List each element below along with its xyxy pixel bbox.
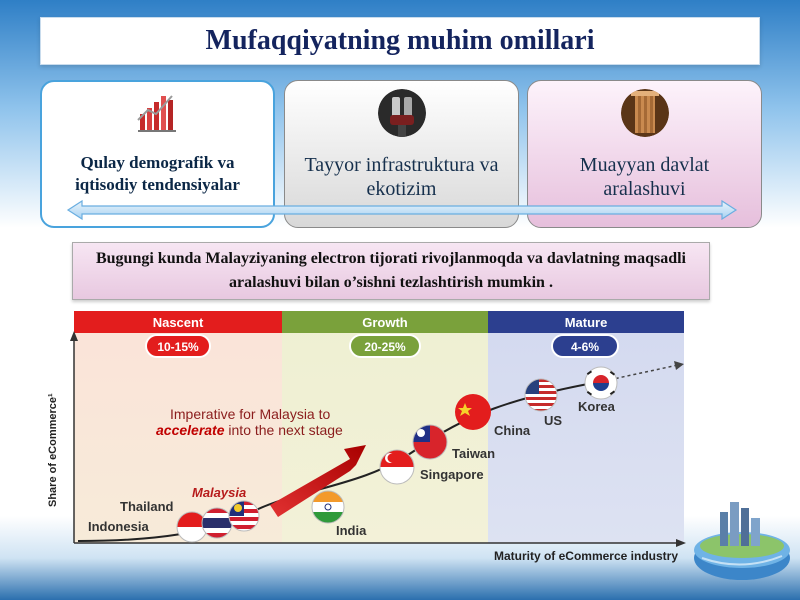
annotation-line1: Imperative for Malaysia to [170,406,330,422]
city-globe-icon [690,488,794,584]
country-label-taiwan: Taiwan [452,446,495,461]
page-title: Mufaqqiyatning muhim omillari [205,25,595,56]
flag-malaysia [228,500,260,532]
cable-plug-icon [377,89,426,137]
stage-label-growth: Growth [362,315,408,330]
factor-label: Qulay demografik va iqtisodiy tendensiya… [75,153,240,194]
range-pill-growth [349,334,421,358]
flag-china [455,394,491,430]
x-axis-arrowhead [676,539,686,547]
ecommerce-maturity-diagram: Nascent Growth Mature 10-15% 20-25% 4-6%… [47,311,686,563]
statement-text: Bugungi kunda Malayziyaning electron tij… [95,250,686,291]
country-label-us: US [544,413,562,428]
flag-thailand [201,507,233,539]
column-pillar-icon [620,89,669,137]
range-pill-nascent [145,334,211,358]
stage-header-growth [282,311,488,333]
range-label-nascent: 10-15% [157,340,199,354]
factor-label: Muayyan davlat aralashuvi [579,154,710,200]
annotation-rest: into the next stage [225,422,344,438]
y-axis-arrowhead [70,331,78,341]
flag-taiwan [412,424,448,460]
flag-india [311,490,345,524]
statement-box: Bugungi kunda Malayziyaning electron tij… [72,242,710,300]
range-label-mature: 4-6% [571,340,599,354]
annotation-accent: accelerate [156,422,225,438]
flag-singapore [379,449,415,485]
stage-label-mature: Mature [565,315,608,330]
country-label-india: India [336,523,367,538]
factor-card-infrastructure: Tayyor infrastruktura va ekotizim [284,80,519,228]
double-arrow-icon [66,199,738,221]
flag-us [524,378,558,412]
curve-end-arrowhead [674,361,684,370]
bar-chart-icon [134,90,182,138]
annotation-line2: accelerate into the next stage [156,422,343,438]
accelerate-arrow-icon [270,445,366,517]
country-label-indonesia: Indonesia [88,519,149,534]
flag-korea [584,366,618,400]
country-label-singapore: Singapore [420,467,484,482]
stage-header-nascent [74,311,282,333]
stage-header-mature [488,311,684,333]
flag-indonesia [176,511,208,543]
country-label-malaysia: Malaysia [192,485,246,500]
title-bar: Mufaqqiyatning muhim omillari [40,17,760,65]
range-pill-mature [551,334,619,358]
country-label-thailand: Thailand [120,499,174,514]
stage-label-nascent: Nascent [153,315,204,330]
country-label-china: China [494,423,531,438]
y-axis-label: Share of eCommerce¹ [47,393,59,507]
range-label-growth: 20-25% [364,340,406,354]
country-label-korea: Korea [578,399,616,414]
factor-label: Tayyor infrastruktura va ekotizim [304,154,499,200]
x-axis-label: Maturity of eCommerce industry [494,549,678,563]
